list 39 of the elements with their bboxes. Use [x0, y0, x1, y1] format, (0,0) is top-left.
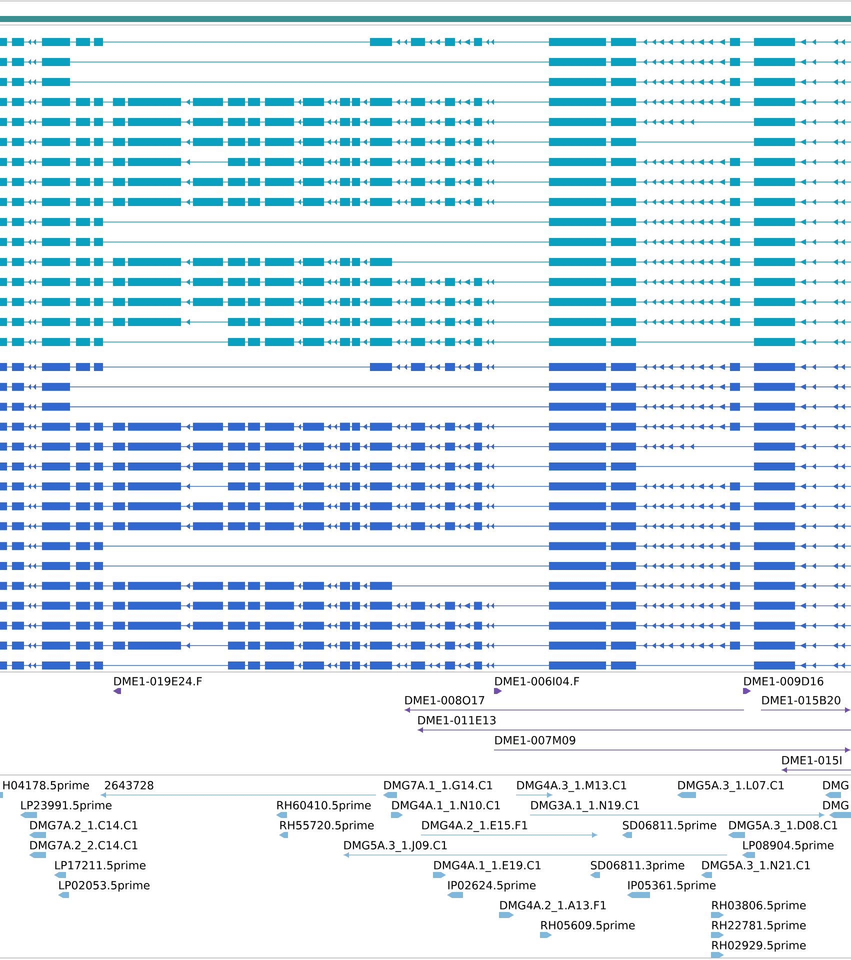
feature-label: DMG5A.3_1.J09.C1 [344, 841, 447, 852]
feature-label: RH02929.5prime [712, 940, 806, 952]
feature-label: DMG5A.3_1.D08.C1 [729, 821, 838, 832]
feature-label: DMG3A.1_1.N19.C1 [531, 801, 639, 812]
feature-label: RH55720.5prime [280, 820, 374, 832]
feature-label: IP05361.5prime [628, 880, 716, 892]
feature-label: DMG7A.2_1.C14.C1 [30, 821, 138, 832]
feature-label: DME1-008O17 [405, 696, 484, 704]
feature-label: DMG4A.1_1.N10.C1 [392, 801, 500, 812]
feature-label: DMG4A.3_1.M13.C1 [517, 781, 626, 792]
feature-label: DMG5A.3_1.N21.C1 [702, 861, 810, 872]
feature-label: DME1-006I04.F [495, 677, 579, 686]
feature-label: DMG [823, 781, 848, 790]
feature-label: DMG4A.2_1.A13.F1 [500, 901, 606, 912]
feature-label: LP17211.5prime [55, 860, 146, 872]
feature-label: DME1-007M09 [495, 736, 576, 744]
feature-label: RH60410.5prime [277, 800, 371, 812]
feature-label: DME1-019E24.F [114, 677, 202, 686]
feature-label: RH22781.5prime [712, 920, 806, 932]
feature-label: DMG7A.1_1.G14.C1 [384, 781, 492, 792]
feature-label: LP02053.5prime [59, 880, 150, 892]
feature-label: DMG7A.2_2.C14.C1 [30, 841, 138, 852]
feature-label: SD06811.5prime [622, 820, 716, 832]
feature-label: H04178.5prime [3, 780, 89, 792]
feature-label: 2643728 [105, 781, 154, 790]
feature-label: LP23991.5prime [21, 800, 112, 812]
feature-label: DME1-015I [782, 756, 842, 764]
feature-label: DMG5A.3_1.L07.C1 [678, 781, 784, 792]
feature-label: RH05609.5prime [541, 920, 635, 932]
feature-label: IP02624.5prime [448, 880, 536, 892]
feature-label: LP08904.5prime [743, 840, 834, 852]
feature-label: DMG4A.2_1.E15.F1 [422, 821, 528, 832]
feature-label: DMG [823, 801, 848, 810]
feature-label: DME1-011E13 [418, 716, 496, 724]
feature-label: DMG4A.1_1.E19.C1 [434, 861, 541, 872]
feature-label: SD06811.3prime [590, 860, 684, 872]
feature-label: DME1-015B20 [762, 696, 840, 704]
feature-label: RH03806.5prime [712, 900, 806, 912]
feature-label: DME1-009D16 [744, 677, 824, 686]
